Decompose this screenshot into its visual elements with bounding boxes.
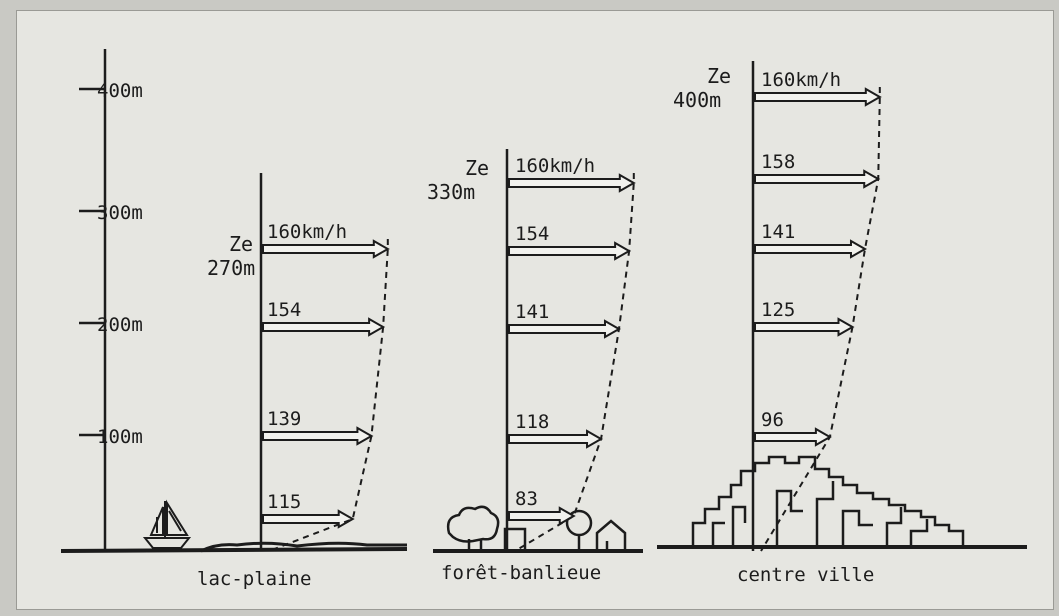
ze-labels: Ze 270m Ze 330m Ze 400m <box>207 64 731 280</box>
wind-arrow <box>262 509 355 529</box>
city-buildings-icon <box>691 455 965 547</box>
ze-height-lac-plaine: 270m <box>207 256 255 280</box>
forest-suburb-icons <box>446 505 627 553</box>
wind-speed-label: 118 <box>515 411 549 433</box>
wind-speed-label: 160km/h <box>515 155 595 177</box>
ze-label-centre-ville: Ze <box>707 64 731 88</box>
velocity-profile-curve <box>760 87 881 552</box>
wind-speed-label: 154 <box>267 299 301 321</box>
tick-label-200m: 200m <box>97 314 143 336</box>
caption-lac-plaine: lac-plaine <box>197 568 311 590</box>
wind-speed-label: 141 <box>515 301 549 323</box>
ground-terrain-lac-plaine <box>200 541 407 553</box>
ze-height-foret-banlieue: 330m <box>427 180 475 204</box>
ze-label-foret-banlieue: Ze <box>465 156 489 180</box>
ze-label-lac-plaine: Ze <box>229 232 253 256</box>
wind-speed-label: 125 <box>761 299 795 321</box>
wind-arrow <box>508 506 576 526</box>
wind-profile-2: 160km/h 158 141 125 96 <box>751 61 882 552</box>
wind-arrow <box>262 317 386 337</box>
tick-label-400m: 400m <box>97 80 143 102</box>
velocity-profile-curve <box>268 239 389 552</box>
wind-speed-label: 160km/h <box>267 221 347 243</box>
wind-arrow <box>508 241 632 261</box>
wind-speed-label: 139 <box>267 408 301 430</box>
wind-arrow <box>754 317 855 337</box>
wind-arrow <box>262 239 390 259</box>
tick-label-100m: 100m <box>97 426 143 448</box>
captions: lac-plaine forêt-banlieue centre ville <box>197 562 874 590</box>
diagram-frame: 400m 300m 200m 100m <box>16 10 1054 610</box>
wind-arrow <box>508 319 621 339</box>
wind-arrow <box>754 169 881 189</box>
ground <box>60 541 1027 553</box>
tree-icon <box>446 505 500 543</box>
caption-foret-banlieue: forêt-banlieue <box>441 562 601 584</box>
caption-centre-ville: centre ville <box>737 564 874 586</box>
wind-arrow <box>262 426 374 446</box>
house-icon <box>595 519 627 551</box>
wind-profile-0: 160km/h 154 139 115 <box>259 173 390 552</box>
wind-speed-label: 83 <box>515 488 538 510</box>
wind-arrow <box>754 87 882 107</box>
sailboat-icon <box>142 499 192 549</box>
velocity-profile-curve <box>514 173 635 552</box>
wind-profile-diagram: 400m 300m 200m 100m <box>60 49 1027 590</box>
profiles-layer: 160km/h154139115160km/h15414111883160km/… <box>259 61 882 552</box>
height-scale: 400m 300m 200m 100m <box>79 49 143 551</box>
wind-speed-label: 141 <box>761 221 795 243</box>
tick-label-300m: 300m <box>97 202 143 224</box>
ze-height-centre-ville: 400m <box>673 88 721 112</box>
wind-arrow <box>754 239 867 259</box>
wind-speed-label: 160km/h <box>761 69 841 91</box>
wind-speed-label: 96 <box>761 409 784 431</box>
wind-speed-label: 115 <box>267 491 301 513</box>
wind-speed-label: 154 <box>515 223 549 245</box>
wind-arrow <box>754 427 832 447</box>
wind-profile-1: 160km/h 154 141 118 83 <box>505 149 636 552</box>
ground-lac-plaine <box>60 547 408 553</box>
wind-speed-label: 158 <box>761 151 795 173</box>
wind-arrow <box>508 429 604 449</box>
wind-arrow <box>508 173 636 193</box>
